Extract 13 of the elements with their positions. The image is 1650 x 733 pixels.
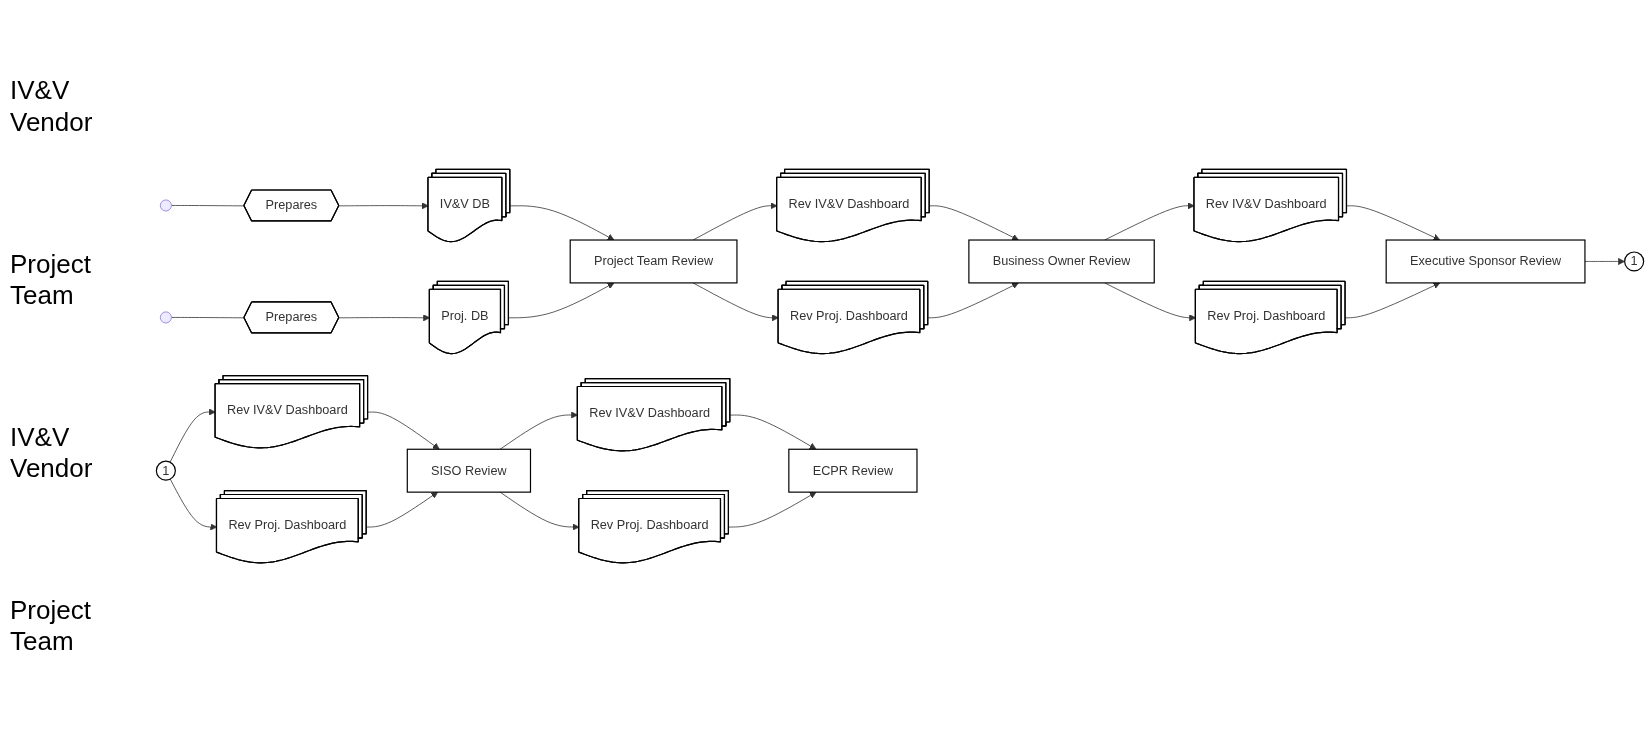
lane-label: IV&V Vendor xyxy=(10,75,94,138)
node-box: SISO Review xyxy=(406,449,532,494)
node-circle: 1 xyxy=(155,461,176,482)
node-box: Executive Sponsor Review xyxy=(1385,239,1586,284)
lane-label: Project Team xyxy=(10,248,92,312)
lane-label: IV&V Vendor xyxy=(10,421,94,485)
lane-label: Project Team xyxy=(10,595,92,658)
node-box: Business Owner Review xyxy=(968,239,1155,284)
node-box: Project Team Review xyxy=(569,239,738,284)
node-box: ECPR Review xyxy=(788,449,918,494)
node-circle: 1 xyxy=(1624,251,1645,272)
connector xyxy=(171,205,245,207)
connector xyxy=(171,317,245,319)
